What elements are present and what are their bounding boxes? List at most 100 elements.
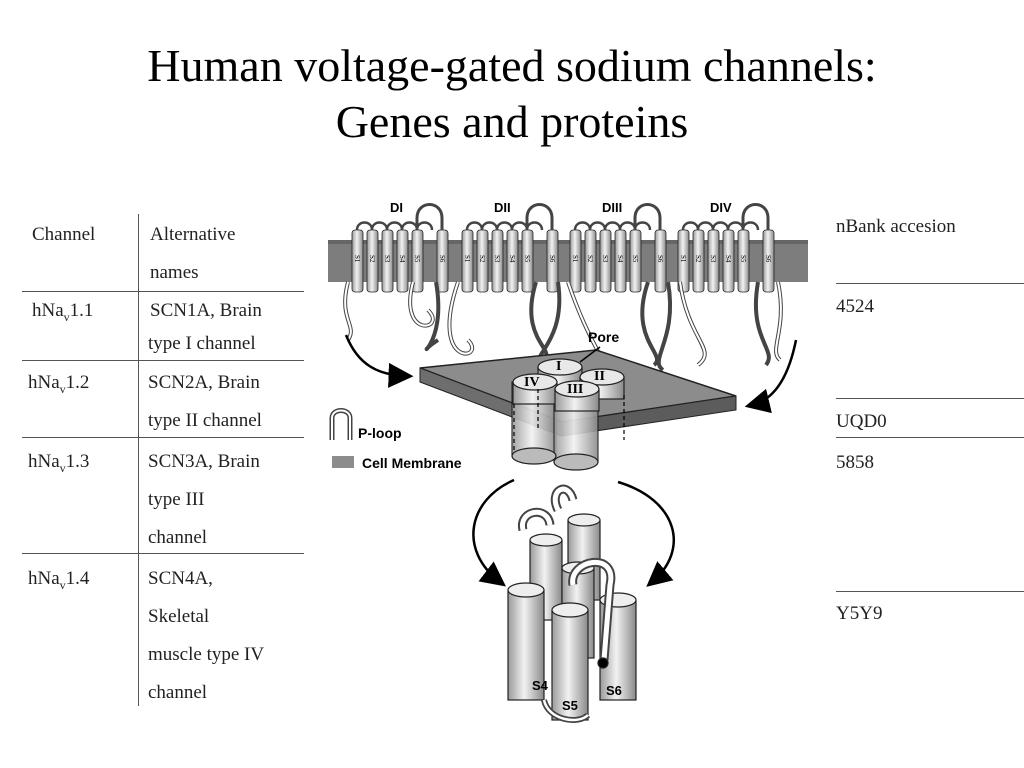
ploop-d2 [525, 203, 554, 230]
segment-label-d1-s6: S6 [438, 255, 446, 263]
segment-label-d2-s2: S2 [478, 255, 486, 263]
segment-label-d3-s5: S5 [631, 255, 639, 263]
extracellular-loop [400, 221, 419, 231]
extracellular-loop [741, 221, 760, 231]
segment-label-d2-s4: S4 [508, 255, 516, 263]
domain-label-2: DII [494, 200, 511, 215]
arrow-lower-left [472, 478, 515, 587]
segment-label-d2-s6: S6 [548, 255, 556, 263]
ploop-d1 [415, 203, 444, 230]
row-2-alt-line1: SCN2A, Brain [148, 372, 260, 393]
accession-rule-2 [836, 437, 1024, 438]
membrane-swatch [332, 456, 354, 468]
segment-label-d2-s5: S5 [523, 255, 531, 263]
segment-label-d4-s3: S3 [709, 255, 717, 263]
extracellular-loop [603, 221, 622, 231]
extracellular-loop [681, 221, 700, 231]
extracellular-loop [618, 221, 637, 231]
row-4-alt-line4: channel [148, 682, 208, 703]
extracellular-loop [465, 221, 484, 231]
header-alt-line2: names [150, 262, 199, 283]
segment-label-d1-s1: S1 [353, 255, 361, 263]
extracellular-loop [415, 221, 434, 231]
channel-table: Channel Alternative names hNav1.1 SCN1A,… [0, 0, 310, 768]
segment-label-d4-s4: S4 [724, 255, 732, 263]
row-3-rule [22, 553, 304, 554]
row-2-alt-line2: type II channel [148, 410, 262, 431]
extracellular-loop [525, 221, 544, 231]
extracellular-loop [370, 221, 389, 231]
selectivity-residue [597, 657, 609, 669]
row-1-channel: hNav1.1 [32, 300, 94, 324]
segment-label-d2-s3: S3 [493, 255, 501, 263]
segment-label-d4-s6: S6 [764, 255, 772, 263]
extracellular-loop [510, 221, 529, 231]
accession-row-1: 4524 [836, 296, 874, 317]
row-3-channel: hNav1.3 [28, 451, 90, 475]
helix-label-s4: S4 [532, 678, 549, 693]
row-2-rule [22, 437, 304, 438]
row-4-alt-line2: Skeletal [148, 606, 210, 627]
legend-ploop-label: P-loop [358, 425, 402, 441]
row-4-alt-line3: muscle type IV [148, 644, 265, 665]
extracellular-loop [385, 221, 404, 231]
accession-header: nBank accesion [836, 216, 956, 237]
segment-label-d1-s2: S2 [368, 255, 376, 263]
header-rule [22, 291, 304, 292]
extracellular-loop [573, 221, 592, 231]
legend: P-loop Cell Membrane [329, 408, 462, 471]
accession-rule-3 [836, 591, 1024, 592]
pore-label: Pore [588, 329, 619, 345]
segment-label-d4-s2: S2 [694, 255, 702, 263]
column-divider [138, 214, 139, 706]
domain-label-4: DIV [710, 200, 732, 215]
pore-numeral-1: I [556, 359, 561, 374]
ploop-icon [329, 408, 353, 440]
segment-label-d3-s3: S3 [601, 255, 609, 263]
header-alt-line1: Alternative [150, 224, 236, 245]
domain-label-3: DIII [602, 200, 622, 215]
extracellular-loop [696, 221, 715, 231]
row-3-alt-line3: channel [148, 527, 208, 548]
pore-cylinders [511, 358, 625, 471]
segment-label-d4-s1: S1 [679, 255, 687, 263]
slide-title: Human voltage-gated sodium channels: Gen… [0, 38, 1024, 150]
segment-label-d1-s3: S3 [383, 255, 391, 263]
row-2-channel: hNav1.2 [28, 372, 90, 396]
helix-label-s5: S5 [562, 698, 578, 713]
legend-membrane-label: Cell Membrane [362, 455, 462, 471]
accession-row-4: Y5Y9 [836, 603, 883, 624]
extracellular-loop [726, 221, 745, 231]
pore-numeral-4: IV [524, 375, 540, 390]
row-1-alt-line1: SCN1A, Brain [150, 300, 262, 321]
accession-row-2: UQD0 [836, 411, 887, 432]
arrow-left [344, 334, 414, 388]
extracellular-loop [355, 221, 374, 231]
row-1-rule [22, 360, 304, 361]
row-4-channel: hNav1.4 [28, 568, 90, 592]
ploop-d3 [633, 203, 662, 230]
extracellular-loop [480, 221, 499, 231]
helix-bundle [507, 484, 637, 723]
accession-rule-1 [836, 398, 1024, 399]
arrow-lower-right [617, 480, 676, 587]
extracellular-loop [588, 221, 607, 231]
pore-numeral-2: II [594, 369, 605, 384]
accession-header-rule [836, 283, 1024, 284]
row-3-alt-line2: type III [148, 489, 205, 510]
segment-label-d3-s4: S4 [616, 255, 624, 263]
segment-label-d3-s6: S6 [656, 255, 664, 263]
extracellular-loop [633, 221, 652, 231]
extracellular-loop [495, 221, 514, 231]
title-line-2: Genes and proteins [335, 96, 689, 147]
row-1-alt-line2: type I channel [148, 333, 256, 354]
segment-label-d4-s5: S5 [739, 255, 747, 263]
segment-label-d3-s2: S2 [586, 255, 594, 263]
arrow-right [744, 339, 798, 414]
pore-numeral-3: III [567, 382, 583, 397]
row-4-alt-line1: SCN4A, [148, 568, 213, 589]
segment-label-d2-s1: S1 [463, 255, 471, 263]
domain-label-1: DI [390, 200, 403, 215]
